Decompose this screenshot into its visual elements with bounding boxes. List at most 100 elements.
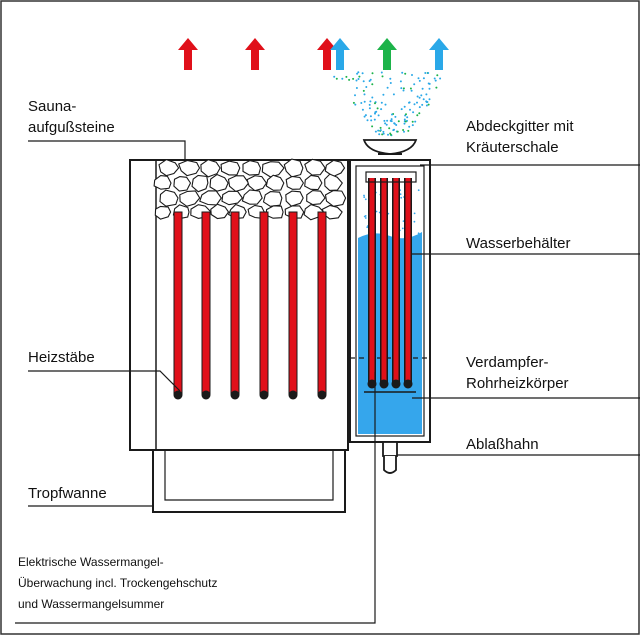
sauna-stone (199, 190, 222, 206)
sauna-stone (261, 161, 285, 178)
herb-bowl (362, 139, 418, 155)
heating-rod-end (230, 390, 240, 400)
evaporator-tube-end (367, 379, 377, 389)
evaporator-tube-end (403, 379, 413, 389)
spray-dot (355, 79, 358, 82)
spray-dot (428, 87, 431, 90)
label-drip-tray-text: Tropfwanne (28, 485, 107, 502)
spray-dot (361, 108, 364, 111)
sauna-stone (209, 173, 229, 192)
spray-dot (389, 77, 392, 80)
spray-dot (433, 77, 436, 80)
spray-dot (421, 87, 424, 90)
spray-dot (434, 79, 437, 82)
spray-dot (402, 129, 405, 131)
leader-stones (28, 140, 186, 160)
label-cover-grid-line2: Kräuterschale (466, 139, 559, 156)
steam-dot (375, 210, 378, 213)
label-water-monitor-line2: Überwachung incl. Trockengehschutz (18, 576, 218, 590)
spray-dot (387, 133, 389, 136)
sauna-stone (227, 175, 250, 193)
spray-dot (401, 71, 404, 74)
spray-dot (427, 103, 430, 106)
label-sauna-stones-line1: Sauna- (28, 98, 77, 115)
spray-dot (369, 100, 372, 103)
spray-dot (418, 112, 421, 115)
label-evaporator: Verdampfer- Rohrheizkörper (466, 352, 569, 394)
herb-arrow (377, 38, 397, 70)
drain-tap-body (382, 441, 398, 457)
spray-dot (379, 129, 382, 132)
sauna-stone (324, 159, 346, 178)
evaporator-inner-wall (355, 165, 425, 437)
spray-dot (400, 87, 403, 90)
spray-dot (403, 130, 405, 133)
label-heating-elements-text: Heizstäbe (28, 349, 95, 366)
steam-dot (417, 232, 420, 235)
spray-dot (421, 103, 424, 106)
spray-dot (369, 78, 372, 81)
spray-dot (391, 113, 393, 116)
sauna-stone (246, 175, 268, 192)
spray-dot (355, 87, 358, 89)
spray-dot (409, 87, 412, 90)
spray-dot (388, 127, 391, 130)
evaporator-zone (349, 357, 431, 443)
steam-arrow (330, 38, 350, 70)
heating-rod-end (201, 390, 211, 400)
steam-dot (364, 198, 367, 201)
label-drip-tray: Tropfwanne (28, 483, 107, 504)
spray-dot (335, 77, 338, 80)
sauna-stone (262, 191, 283, 207)
spray-dot (416, 95, 419, 98)
spray-dot (379, 126, 382, 129)
spray-dot (389, 82, 392, 84)
spray-dot (411, 124, 414, 127)
label-cover-grid: Abdeckgitter mit Kräuterschale (466, 116, 574, 158)
spray-dot (384, 122, 387, 125)
spray-dot (368, 103, 371, 106)
drain-tap-spout (383, 456, 397, 474)
spray-dot (380, 71, 383, 74)
spray-dot (354, 103, 357, 106)
leader-elements (28, 370, 181, 392)
steam-spray (333, 71, 442, 137)
spray-dot (411, 120, 414, 123)
spray-dot (404, 120, 407, 123)
spray-dot (406, 116, 409, 119)
spray-dot (397, 120, 400, 123)
heating-rod (317, 211, 327, 395)
spray-dot (424, 72, 427, 74)
label-sauna-stones: Sauna- aufgußsteine (28, 96, 115, 138)
sauna-stone (306, 190, 326, 206)
steam-dot (399, 193, 402, 196)
spray-dot (400, 108, 403, 111)
spray-dot (357, 78, 360, 80)
spray-dot (377, 129, 380, 132)
sauna-stone (154, 205, 172, 220)
steam-dot (366, 226, 369, 229)
sauna-stone (179, 190, 201, 207)
spray-dot (371, 72, 374, 75)
spray-dot (374, 102, 376, 105)
spray-dot (439, 77, 442, 80)
evaporator-tubes (364, 178, 416, 393)
spray-dot (368, 107, 371, 110)
spray-dot (382, 132, 385, 135)
sauna-stone (153, 175, 172, 190)
spray-dot (412, 111, 415, 114)
spray-dot (408, 125, 411, 128)
leader-monitor (15, 372, 376, 624)
spray-dot (411, 74, 413, 76)
spray-dot (382, 130, 385, 133)
sauna-stone (304, 158, 326, 176)
spray-dot (399, 80, 402, 83)
spray-dot (352, 77, 355, 80)
heat-steam-arrows (178, 38, 449, 70)
spray-dot (380, 101, 383, 104)
spray-dot (407, 129, 410, 132)
sauna-stone (324, 190, 347, 207)
spray-dot (428, 98, 431, 101)
